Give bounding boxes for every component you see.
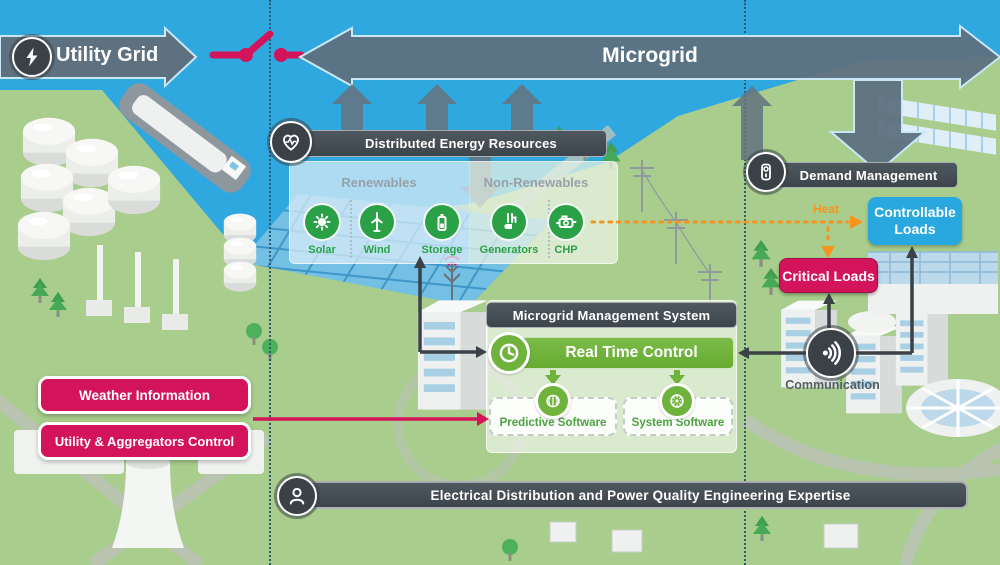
power-plant bbox=[86, 245, 188, 330]
utility-grid-label: Utility Grid bbox=[56, 44, 159, 66]
microgrid-boundary-right bbox=[744, 0, 746, 565]
software-arrows bbox=[545, 370, 685, 385]
sun-icon bbox=[303, 203, 341, 241]
resource-chp: CHP bbox=[534, 203, 598, 256]
communication-label: Communication bbox=[785, 378, 880, 392]
der-up-arrows bbox=[332, 84, 772, 160]
stadium bbox=[906, 379, 1000, 437]
utility-grid-arrow bbox=[0, 25, 198, 89]
resource-wind: Wind bbox=[345, 203, 409, 256]
microgrid-boundary-left bbox=[269, 0, 271, 565]
battery-icon bbox=[423, 203, 461, 241]
non-renewables-label: Non-Renewables bbox=[483, 175, 589, 190]
resource-label: Storage bbox=[421, 244, 463, 256]
resource-label: Wind bbox=[363, 244, 391, 256]
meter-icon bbox=[746, 152, 786, 192]
footer-banner: Electrical Distribution and Power Qualit… bbox=[287, 481, 968, 509]
critical-loads-box: Critical Loads bbox=[779, 258, 878, 293]
resource-generators: Generators bbox=[477, 203, 541, 256]
resource-label: CHP bbox=[554, 244, 578, 256]
person-icon bbox=[277, 476, 317, 516]
chp-engine-icon bbox=[547, 203, 585, 241]
renewables-label: Renewables bbox=[341, 175, 417, 190]
clock-icon bbox=[488, 332, 530, 374]
microgrid-label: Microgrid bbox=[602, 44, 698, 67]
resource-label: Generators bbox=[479, 244, 539, 256]
resource-storage: Storage bbox=[410, 203, 474, 256]
mms-banner: Microgrid Management System bbox=[486, 302, 737, 328]
wind-turbine-icon bbox=[358, 203, 396, 241]
microgrid-branch-down-arrow bbox=[828, 79, 928, 174]
houses bbox=[549, 521, 859, 553]
warehouse bbox=[868, 251, 998, 314]
demand-management-banner: Demand Management bbox=[757, 162, 958, 188]
external-input-line bbox=[253, 412, 489, 426]
real-time-control-banner: Real Time Control bbox=[513, 337, 734, 369]
utility-aggregators-box: Utility & Aggregators Control bbox=[38, 422, 251, 460]
open-switch-icon bbox=[209, 30, 305, 62]
heart-pulse-icon bbox=[270, 121, 312, 163]
controllable-loads-box: Controllable Loads bbox=[868, 197, 962, 245]
control-lines bbox=[414, 246, 918, 359]
microgrid-arrow bbox=[297, 23, 1000, 91]
ship bbox=[119, 83, 251, 193]
resource-label: Solar bbox=[308, 244, 336, 256]
resource-solar: Solar bbox=[290, 203, 354, 256]
lightning-icon bbox=[12, 37, 52, 77]
weather-information-box: Weather Information bbox=[38, 376, 251, 414]
heat-flow-line bbox=[590, 215, 863, 258]
city-buildings bbox=[781, 300, 949, 414]
power-poles bbox=[630, 160, 722, 316]
resource-separator bbox=[350, 200, 352, 258]
brain-icon bbox=[535, 383, 571, 419]
generator-icon bbox=[490, 203, 528, 241]
wheel-icon bbox=[659, 383, 695, 419]
heat-label: Heat bbox=[812, 202, 839, 216]
der-banner: Distributed Energy Resources bbox=[289, 130, 607, 157]
sound-waves-icon bbox=[806, 328, 856, 378]
